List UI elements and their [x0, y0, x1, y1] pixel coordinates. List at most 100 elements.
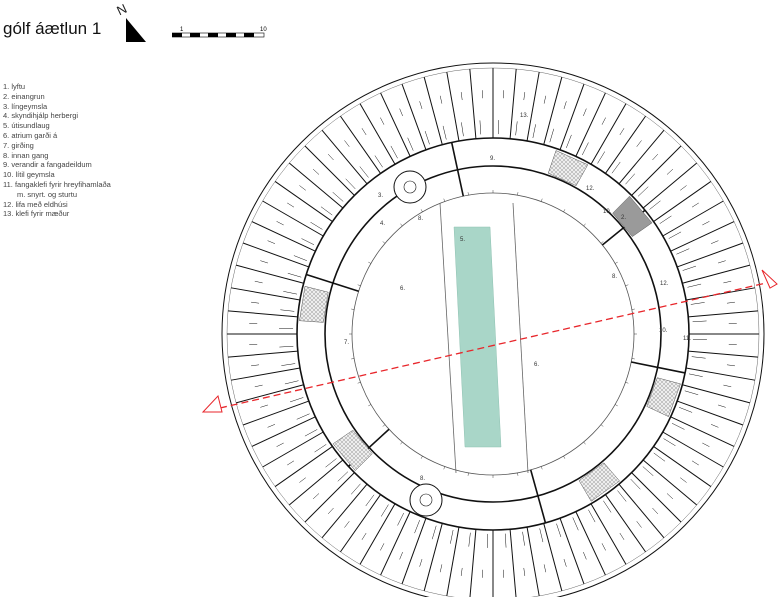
corridor-wall [450, 142, 465, 197]
atrium-tick [351, 358, 355, 360]
legend-item: 13. klefi fyrir mæður [3, 209, 70, 219]
cell-door [380, 504, 389, 517]
atrium-tick [443, 466, 445, 470]
cell-door [653, 452, 666, 462]
cell-wall [242, 400, 309, 426]
cell-furniture [344, 140, 350, 147]
atrium-tick [517, 192, 519, 196]
cell-furniture [267, 240, 276, 244]
cell-furniture [419, 559, 423, 567]
cell-door [314, 444, 327, 453]
cell-furniture [460, 567, 463, 576]
cell-door [345, 178, 356, 190]
atrium-tick [467, 472, 469, 476]
cell-door [320, 206, 333, 216]
atrium-tick [563, 456, 566, 459]
cell-furniture [601, 117, 606, 125]
cell-door [692, 320, 707, 323]
atrium-tick [563, 209, 566, 212]
cell-furniture [680, 477, 687, 483]
cell-door [280, 309, 295, 312]
cell-door [688, 373, 703, 377]
cell-furniture [439, 95, 443, 104]
cell-furniture [312, 168, 320, 175]
cell-wall [682, 264, 751, 284]
legend-item: 12. lifa með eldhúsi [3, 199, 68, 209]
atrium-tick [541, 466, 543, 470]
cell-door [522, 531, 525, 546]
corridor-outer-wall [324, 165, 662, 503]
cell-furniture [344, 521, 350, 528]
cell-furniture [691, 202, 699, 208]
cell-wall [670, 221, 735, 252]
cell-door [301, 238, 315, 245]
cell-wall [688, 350, 759, 358]
cell-wall [401, 83, 427, 150]
cell-door [461, 122, 464, 137]
cell-door [649, 200, 661, 210]
scale-block [244, 33, 254, 37]
room-label: 9. [490, 156, 495, 162]
cell-door [390, 145, 398, 159]
cell-door [611, 161, 621, 174]
room-label: 7. [344, 340, 349, 346]
cell-furniture [718, 260, 726, 264]
atrium-tick [583, 223, 586, 227]
scale-block [190, 33, 200, 37]
cell-door [310, 221, 323, 230]
section-marker-west [201, 394, 223, 413]
cell-furniture [523, 92, 526, 101]
cell-door [603, 500, 612, 513]
cell-wall [321, 129, 368, 185]
atrium-tick [382, 241, 386, 244]
cell-furniture [287, 202, 295, 208]
cell-wall [685, 287, 756, 301]
room-label: 2. [621, 215, 626, 221]
cell-wall [288, 459, 344, 506]
legend-item: 2. einangrun [3, 91, 45, 101]
cell-door [468, 532, 471, 547]
cell-door [289, 397, 304, 403]
stair-north [393, 170, 427, 204]
legend-item: m. snyrt. og sturtu [17, 189, 78, 199]
cell-door [304, 429, 318, 437]
drawing-title: gólf áætlun 1 [3, 19, 102, 38]
cell-furniture [619, 532, 625, 540]
cell-wall [543, 76, 563, 145]
cell-door [431, 525, 437, 540]
legend-item: 4. skyndihjálp herbergi [3, 111, 79, 121]
room-label: 10. [603, 209, 612, 215]
scale-block [226, 33, 236, 37]
cell-door [337, 471, 349, 482]
cell-furniture [543, 95, 547, 104]
cell-wall [227, 310, 298, 318]
cell-door [479, 120, 482, 135]
cell-door [539, 528, 544, 543]
atrium-tick [615, 261, 618, 264]
cell-wall [230, 287, 301, 301]
atrium-tick [517, 472, 519, 476]
atrium-tick [420, 456, 423, 459]
atrium-tick [600, 241, 604, 244]
cell-wall [446, 526, 460, 597]
cell-door [549, 128, 555, 143]
room-label: 12. [660, 281, 669, 287]
cell-wall [653, 446, 712, 487]
atrium-tick [400, 223, 403, 227]
cell-wall [230, 367, 301, 381]
cell-wall [575, 92, 606, 157]
cell-furniture [723, 280, 732, 284]
cell-door [532, 124, 536, 139]
cell-wall [446, 71, 460, 142]
cell-wall [380, 92, 411, 157]
legend-item: 3. língeymsla [3, 101, 48, 111]
cell-wall [526, 526, 540, 597]
cell-wall [590, 103, 627, 165]
cell-furniture [666, 493, 674, 500]
cell-wall [559, 83, 585, 150]
cell-door [659, 215, 672, 224]
cell-wall [242, 242, 309, 268]
cell-wall [605, 494, 646, 553]
atrium-tick [467, 192, 469, 196]
room-label: 6. [534, 362, 539, 368]
